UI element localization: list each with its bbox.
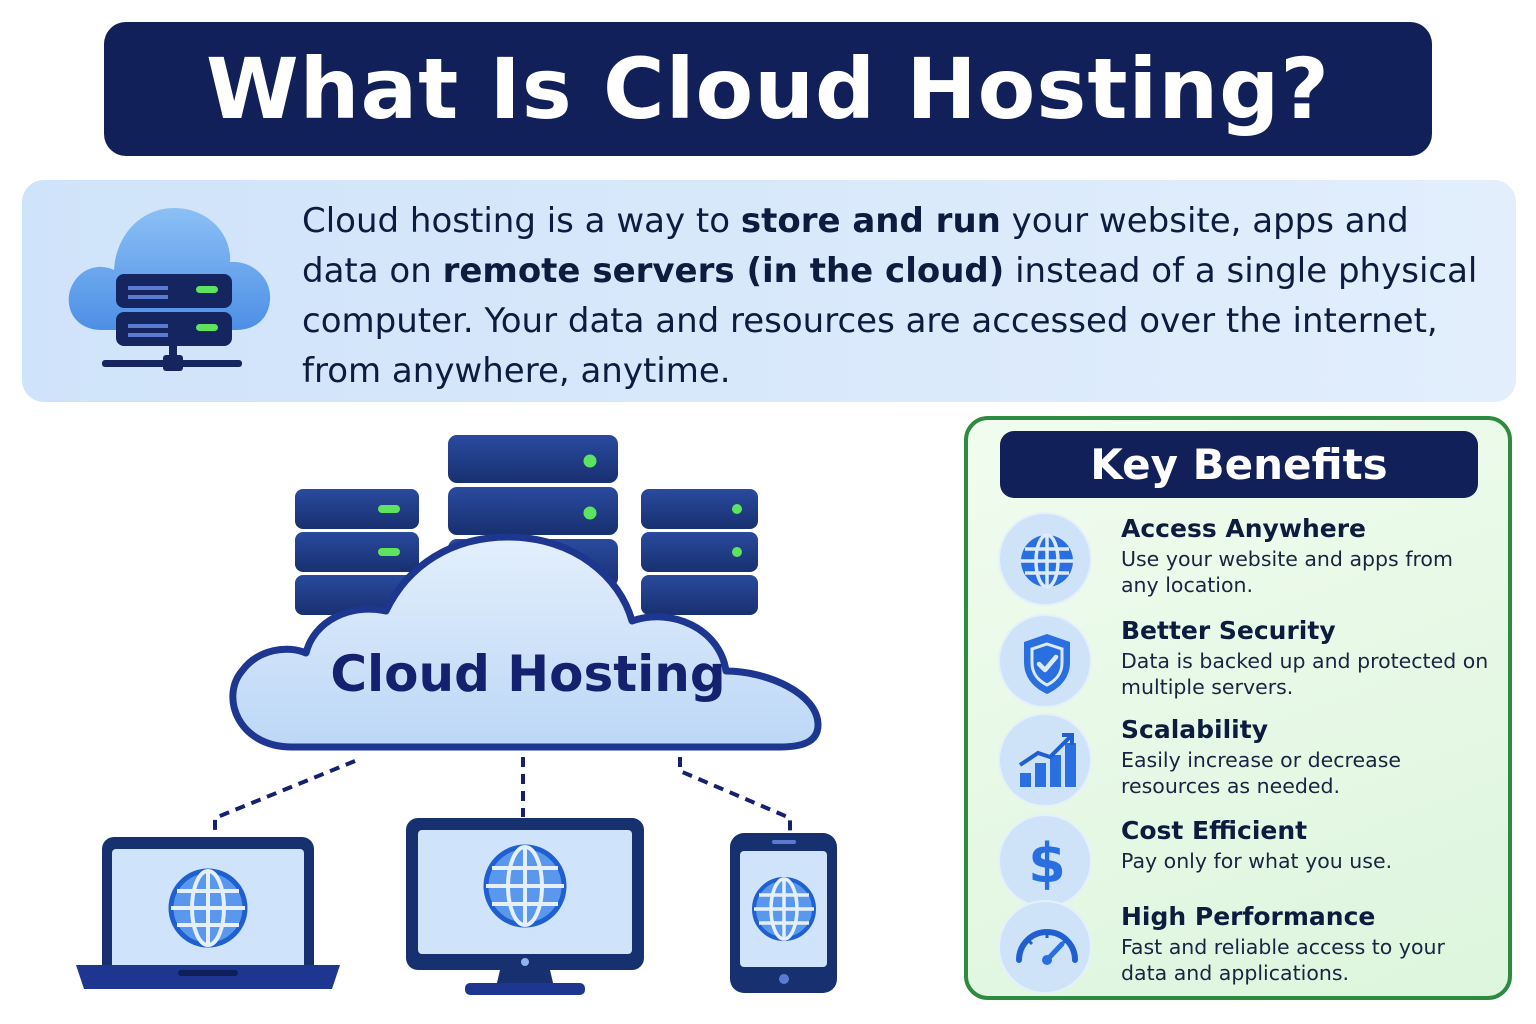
- benefit-description: Fast and reliable access to your data an…: [1121, 935, 1445, 985]
- benefit-item-scalability: Scalability Easily increase or decrease …: [998, 713, 1498, 809]
- benefit-item-better-security: Better Security Data is backed up and pr…: [998, 614, 1498, 710]
- svg-text:$: $: [1028, 832, 1066, 895]
- benefit-item-cost-efficient: $ Cost Efficient Pay only for what you u…: [998, 814, 1498, 910]
- benefit-title: Better Security: [1121, 616, 1336, 645]
- intro-text-segment: instead of a single physical computer. Y…: [302, 251, 1478, 391]
- benefit-title: Access Anywhere: [1121, 514, 1366, 543]
- page-title: What Is Cloud Hosting?: [206, 40, 1330, 138]
- globe-icon: [752, 877, 816, 941]
- server-stack-right-icon: [641, 489, 758, 615]
- connection-lines: [213, 757, 792, 835]
- intro-text-emphasis: remote servers (in the cloud): [442, 251, 1005, 291]
- key-benefits-heading: Key Benefits: [1090, 440, 1388, 489]
- cloud-shape: [229, 533, 822, 751]
- benefit-item-high-performance: High Performance Fast and reliable acces…: [998, 900, 1498, 996]
- intro-panel: [22, 180, 1516, 402]
- key-benefits-header: Key Benefits: [1000, 431, 1478, 498]
- benefit-description: Pay only for what you use.: [1121, 849, 1393, 873]
- server-stack-left-icon: [295, 489, 419, 615]
- intro-text-segment: Cloud hosting is a way to: [302, 201, 741, 241]
- intro-text-emphasis: store and run: [740, 201, 1001, 241]
- intro-text-segment: your website, apps and data on: [302, 201, 1409, 291]
- dollar-icon: $: [998, 814, 1092, 908]
- cloud-hosting-diagram: [76, 435, 837, 995]
- benefit-title: Scalability: [1121, 715, 1268, 744]
- benefit-title: High Performance: [1121, 902, 1376, 931]
- growth-chart-icon: [998, 713, 1092, 807]
- globe-icon: [998, 512, 1092, 606]
- benefit-item-access-anywhere: Access Anywhere Use your website and app…: [998, 512, 1498, 608]
- intro-text: Cloud hosting is a way to store and run …: [302, 196, 1482, 396]
- globe-icon: [168, 868, 248, 948]
- benefit-description: Use your website and apps from any locat…: [1121, 547, 1453, 597]
- benefit-description: Data is backed up and protected on multi…: [1121, 649, 1489, 699]
- benefit-title: Cost Efficient: [1121, 816, 1308, 845]
- title-banner: What Is Cloud Hosting?: [104, 22, 1432, 156]
- shield-check-icon: [998, 614, 1092, 708]
- speedometer-icon: [998, 900, 1092, 994]
- cloud-server-icon: [68, 208, 271, 371]
- globe-icon: [483, 844, 567, 928]
- benefit-description: Easily increase or decrease resources as…: [1121, 748, 1401, 798]
- cloud-hosting-label: Cloud Hosting: [330, 645, 726, 703]
